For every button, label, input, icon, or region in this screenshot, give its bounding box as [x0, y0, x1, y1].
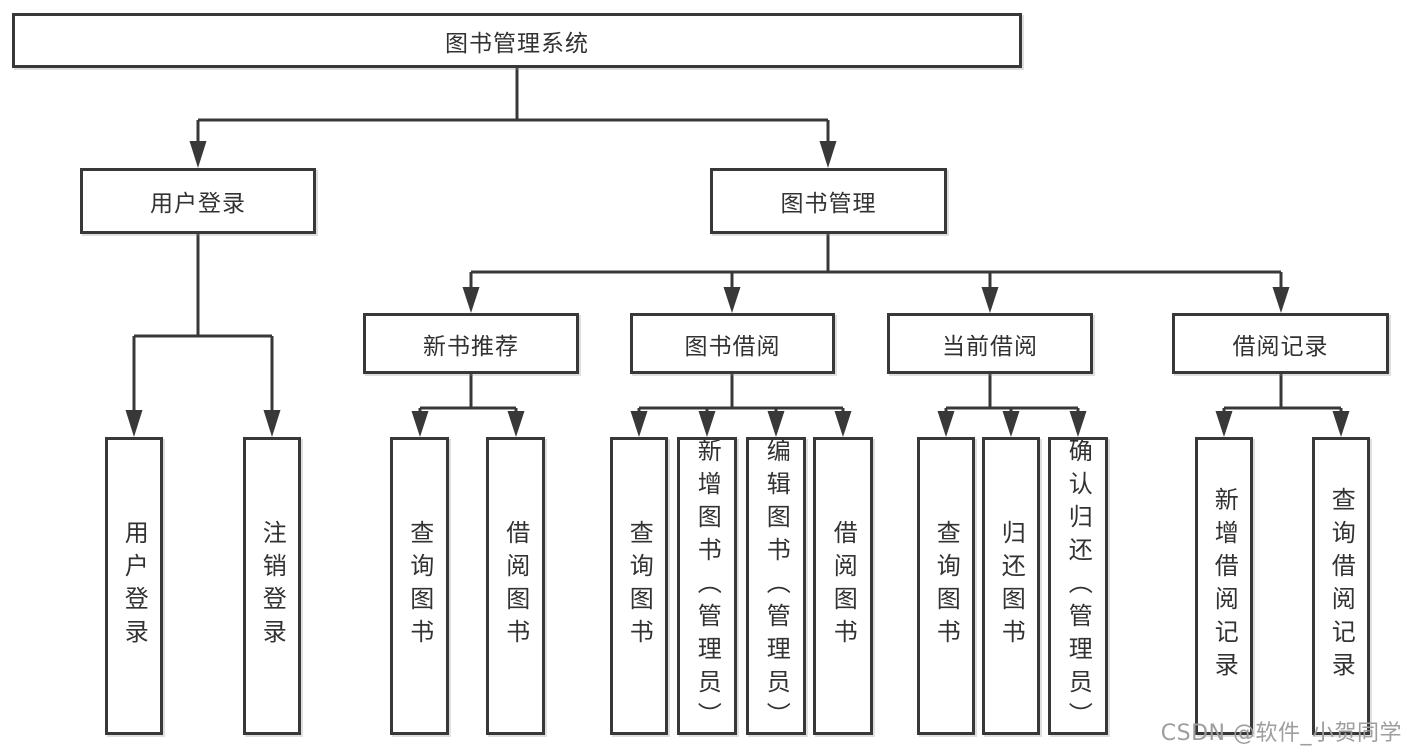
node-label: 用户登录 [150, 191, 246, 217]
leaf-query-books-recommend: 查询图书 [390, 437, 449, 735]
leaf-user-login: 用户登录 [105, 437, 163, 735]
node-user-login: 用户登录 [80, 168, 316, 234]
leaf-borrow-books-recommend: 借阅图书 [486, 437, 545, 735]
node-label: 图书借阅 [684, 333, 781, 360]
node-library-management-system: 图书管理系统 [12, 13, 1022, 68]
node-label: 查询图书 [932, 520, 961, 652]
node-book-management: 图书管理 [710, 168, 947, 234]
leaf-query-borrow-record: 查询借阅记录 [1312, 437, 1370, 735]
leaf-borrow-books-borrowing: 借阅图书 [813, 437, 873, 735]
node-label: 当前借阅 [942, 333, 1038, 360]
node-label: 编辑图书（管理员） [762, 437, 791, 735]
node-label: 查询图书 [405, 520, 434, 652]
leaf-logout-login: 注销登录 [243, 437, 301, 735]
node-current-borrowing: 当前借阅 [887, 313, 1093, 374]
node-label: 图书管理 [780, 191, 877, 217]
leaf-confirm-return-admin: 确认归还（管理员） [1048, 437, 1108, 735]
leaf-add-books-admin: 新增图书（管理员） [677, 437, 737, 735]
node-label: 注销登录 [258, 520, 287, 652]
node-book-borrowing: 图书借阅 [630, 313, 835, 374]
node-label: 新书推荐 [423, 333, 519, 360]
node-label: 归还图书 [997, 520, 1026, 652]
node-label: 查询借阅记录 [1327, 487, 1356, 685]
node-label: 图书管理系统 [445, 30, 589, 57]
leaf-query-books-borrowing: 查询图书 [610, 437, 668, 735]
node-label: 用户登录 [120, 520, 149, 652]
node-label: 借阅图书 [501, 520, 530, 652]
leaf-return-books: 归还图书 [982, 437, 1040, 735]
node-label: 查询图书 [625, 520, 654, 652]
node-label: 确认归还（管理员） [1064, 437, 1093, 735]
node-label: 借阅图书 [829, 520, 858, 652]
node-borrowing-record: 借阅记录 [1172, 313, 1389, 374]
node-new-book-recommendation: 新书推荐 [363, 313, 579, 374]
node-label: 新增借阅记录 [1210, 487, 1239, 685]
leaf-add-borrow-record: 新增借阅记录 [1195, 437, 1253, 735]
node-label: 新增图书（管理员） [693, 437, 722, 735]
leaf-query-books-current: 查询图书 [917, 437, 975, 735]
leaf-edit-books-admin: 编辑图书（管理员） [746, 437, 806, 735]
node-label: 借阅记录 [1232, 333, 1329, 360]
